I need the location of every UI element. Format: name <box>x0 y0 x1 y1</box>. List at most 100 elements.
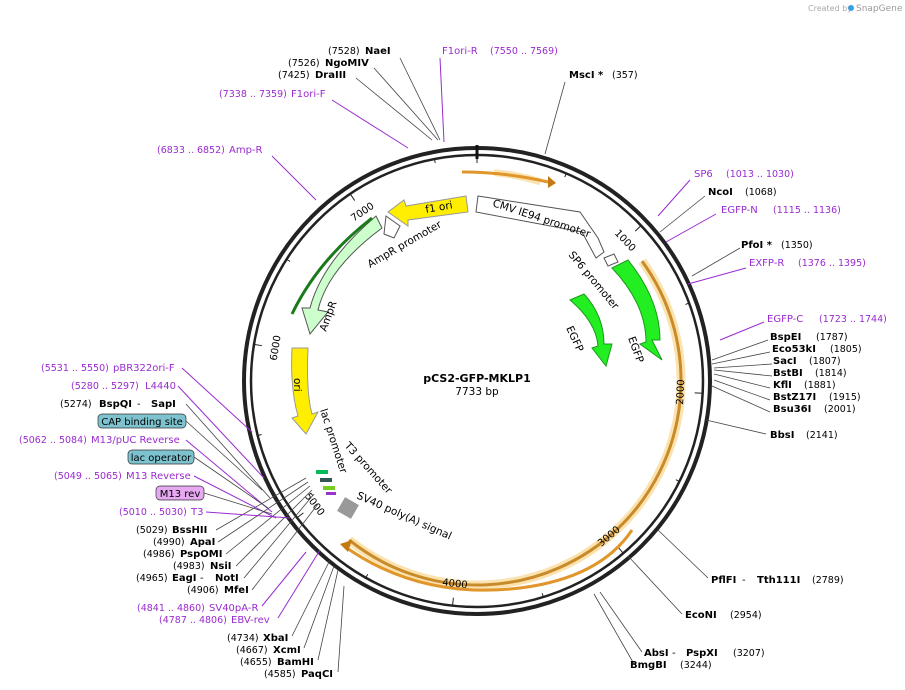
bmgbi-pos: (3244) <box>680 660 712 671</box>
kfli-pos: (1881) <box>804 380 836 391</box>
bspei-name: BspEI <box>770 332 801 343</box>
primer-leader-lines <box>177 57 765 619</box>
eagi-pos: (4965) <box>136 573 168 584</box>
cap-label: CAP binding site <box>101 417 183 428</box>
egfp-outer-label: EGFP <box>625 335 646 365</box>
bspqi-sep: - <box>137 399 141 410</box>
pflfi-name2: Tth111I <box>757 575 800 586</box>
tick-mark <box>685 302 690 305</box>
draiii-pos: (7425) <box>278 70 310 81</box>
tick-mark <box>349 193 356 201</box>
ngomiv-pos: (7526) <box>288 58 320 69</box>
sp6-primer-pos: (1013 .. 1030) <box>726 169 794 180</box>
top-orange-arrow <box>461 170 549 184</box>
f1orif-pos: (7338 .. 7359) <box>219 89 287 100</box>
mfei-name: MfeI <box>224 585 249 596</box>
tick-label-1000: 1000 <box>612 228 637 254</box>
ori-label: ori <box>291 378 303 392</box>
site-labels: (7528) NaeI (7526) NgoMIV (7425) DraIII … <box>19 46 887 680</box>
sv40-box <box>337 497 359 519</box>
bmgbi-name: BmgBI <box>630 660 667 671</box>
bsshii-name: BssHII <box>172 525 207 536</box>
lac-marker-1 <box>316 470 328 474</box>
nsii-pos: (4983) <box>173 561 205 572</box>
bottom-orange-arrow <box>343 529 634 592</box>
f1orif-name: F1ori-F <box>291 89 326 100</box>
paqci-name: PaqCI <box>301 669 333 680</box>
apai-pos: (4990) <box>153 537 185 548</box>
cmv-promoter-arrow <box>475 195 605 259</box>
lac-marker-4 <box>326 492 336 495</box>
pfoi-pos: (1350) <box>781 240 813 251</box>
egfp-inner-label: EGFP <box>563 324 585 354</box>
top-orange-arrow-head <box>548 176 556 188</box>
absi-name2: PspXI <box>686 648 718 659</box>
bbsi-pos: (2141) <box>806 430 838 441</box>
bamhi-name: BamHI <box>277 657 314 668</box>
tick-label-6000: 6000 <box>269 335 284 362</box>
snapgene-logo-icon <box>848 5 854 11</box>
m13rev-primer-name: M13 Reverse <box>126 471 191 482</box>
l4440-name: L4440 <box>145 381 176 392</box>
sp6-promoter-shape <box>603 253 619 267</box>
ori-arrow <box>291 347 320 435</box>
tick-mark <box>296 512 304 519</box>
ncoi-name: NcoI <box>708 187 733 198</box>
m13rev-label: M13 rev <box>160 489 201 500</box>
leader-lines <box>185 57 773 673</box>
bstbi-name: BstBI <box>773 368 803 379</box>
egfpc-pos: (1723 .. 1744) <box>819 314 887 325</box>
apai-name: ApaI <box>190 537 215 548</box>
tick-mark <box>452 597 454 606</box>
pspomi-pos: (4986) <box>143 549 175 560</box>
tick-mark <box>257 434 262 436</box>
xcmi-pos: (4667) <box>236 645 268 656</box>
credit-prefix: Created by <box>808 4 852 13</box>
eco53ki-name: Eco53kI <box>772 344 816 355</box>
ebvrev-pos: (4787 .. 4806) <box>159 615 227 626</box>
bstz17i-name: BstZ17I <box>773 392 816 403</box>
m13rev-leader <box>203 492 273 515</box>
mklp-highlight-glow <box>346 258 686 590</box>
kfli-name: KflI <box>773 380 792 391</box>
egfp-inner-arrow <box>569 293 613 368</box>
exfpr-name: EXFP-R <box>749 258 784 269</box>
bsu36i-pos: (2001) <box>824 404 856 415</box>
xcmi-name: XcmI <box>273 645 301 656</box>
eagi-name: EagI <box>172 573 196 584</box>
paqci-pos: (4585) <box>264 669 296 680</box>
absi-pos: (3207) <box>733 648 765 659</box>
l4440-pos: (5280 .. 5297) <box>71 381 139 392</box>
saci-pos: (1807) <box>809 356 841 367</box>
econi-name: EcoNI <box>685 610 717 621</box>
t3-primer-name: T3 <box>190 507 203 518</box>
tick-mark <box>634 225 642 232</box>
tick-label-5000: 5000 <box>302 491 326 518</box>
f1orir-pos: (7550 .. 7569) <box>490 46 558 57</box>
tick-mark <box>433 158 436 164</box>
sv40r-name: SV40pA-R <box>209 603 258 614</box>
sv40r-pos: (4841 .. 4860) <box>137 603 205 614</box>
bbsi-name: BbsI <box>770 430 794 441</box>
bstz17i-pos: (1915) <box>829 392 861 403</box>
t3-primer-pos: (5010 .. 5030) <box>119 507 187 518</box>
sp6-primer-name: SP6 <box>694 169 713 180</box>
draiii-name: DraIII <box>315 70 346 81</box>
m13puc-pos: (5062 .. 5084) <box>19 435 87 446</box>
xbai-pos: (4734) <box>227 633 259 644</box>
pspomi-name: PspOMI <box>180 549 222 560</box>
eco53ki-pos: (1805) <box>830 344 862 355</box>
ampr-outer-line <box>290 216 373 315</box>
exfpr-pos: (1376 .. 1395) <box>798 258 866 269</box>
econi-pos: (2954) <box>730 610 762 621</box>
ampr-primer-name: Amp-R <box>229 145 263 156</box>
mklp-highlight-arc <box>348 260 683 587</box>
pflfi-sep: - <box>742 575 746 586</box>
plasmid-size: 7733 bp <box>455 386 499 398</box>
feature-boxes: CAP binding site lac operator M13 rev <box>97 413 273 515</box>
tick-mark <box>617 546 624 554</box>
saci-name: SacI <box>773 356 797 367</box>
mscl-name: MscI * <box>569 70 604 81</box>
sv40-label: SV40 poly(A) signal <box>355 490 454 543</box>
